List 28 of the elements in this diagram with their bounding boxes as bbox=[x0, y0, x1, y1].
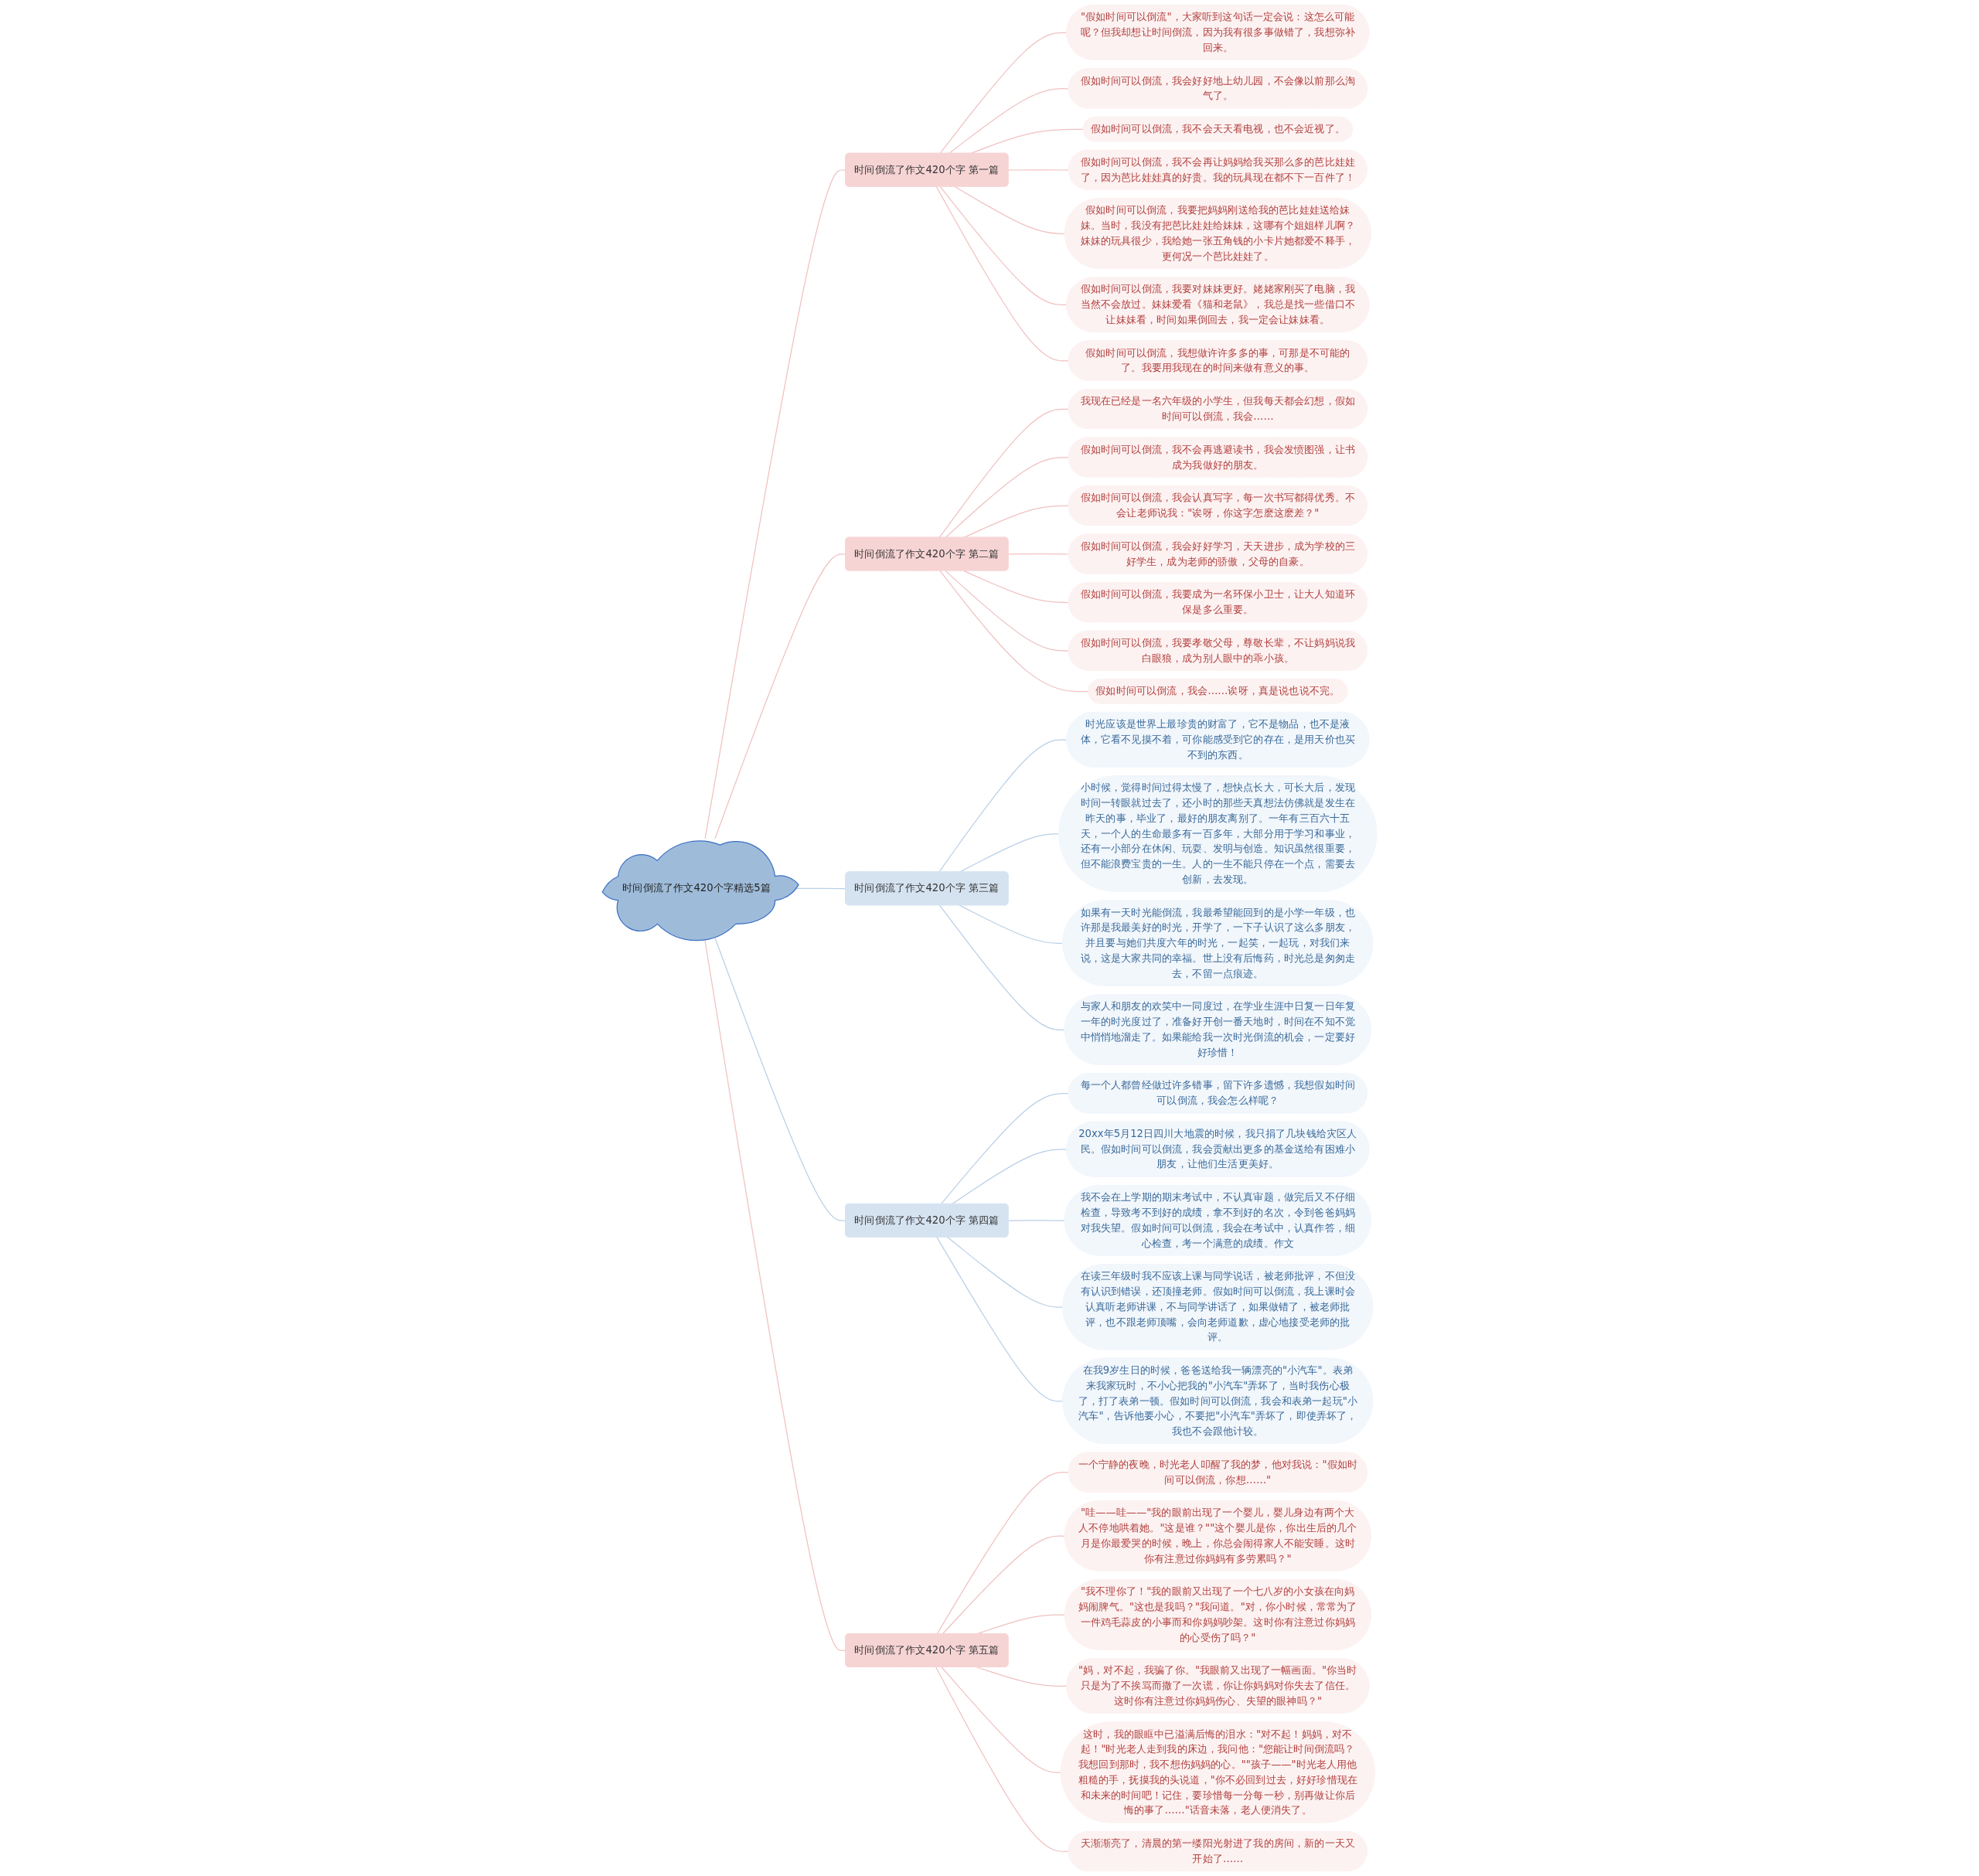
connector bbox=[936, 1236, 1064, 1402]
connector bbox=[938, 408, 1070, 539]
connector bbox=[945, 570, 1070, 652]
connector bbox=[703, 938, 846, 1651]
connector bbox=[714, 938, 846, 1221]
connector bbox=[948, 88, 1070, 155]
connector bbox=[962, 570, 1070, 604]
connector bbox=[959, 904, 1064, 945]
connector bbox=[938, 739, 1068, 873]
connector bbox=[938, 904, 1066, 1030]
connector bbox=[941, 1667, 1062, 1773]
connector bbox=[1007, 553, 1070, 555]
connector bbox=[935, 1667, 1070, 1852]
connector bbox=[947, 1236, 1064, 1308]
connector bbox=[945, 457, 1070, 539]
connector bbox=[1007, 1220, 1066, 1221]
connector bbox=[714, 553, 846, 839]
connector bbox=[939, 570, 1089, 693]
connector bbox=[935, 186, 1070, 362]
connector bbox=[939, 186, 1068, 306]
connector bbox=[951, 1149, 1068, 1205]
connector bbox=[1007, 169, 1070, 171]
connector bbox=[940, 1092, 1070, 1205]
connector bbox=[954, 186, 1066, 234]
connector bbox=[942, 1535, 1066, 1635]
connector bbox=[939, 32, 1068, 155]
connector bbox=[704, 169, 846, 839]
connector bbox=[936, 1472, 1070, 1635]
